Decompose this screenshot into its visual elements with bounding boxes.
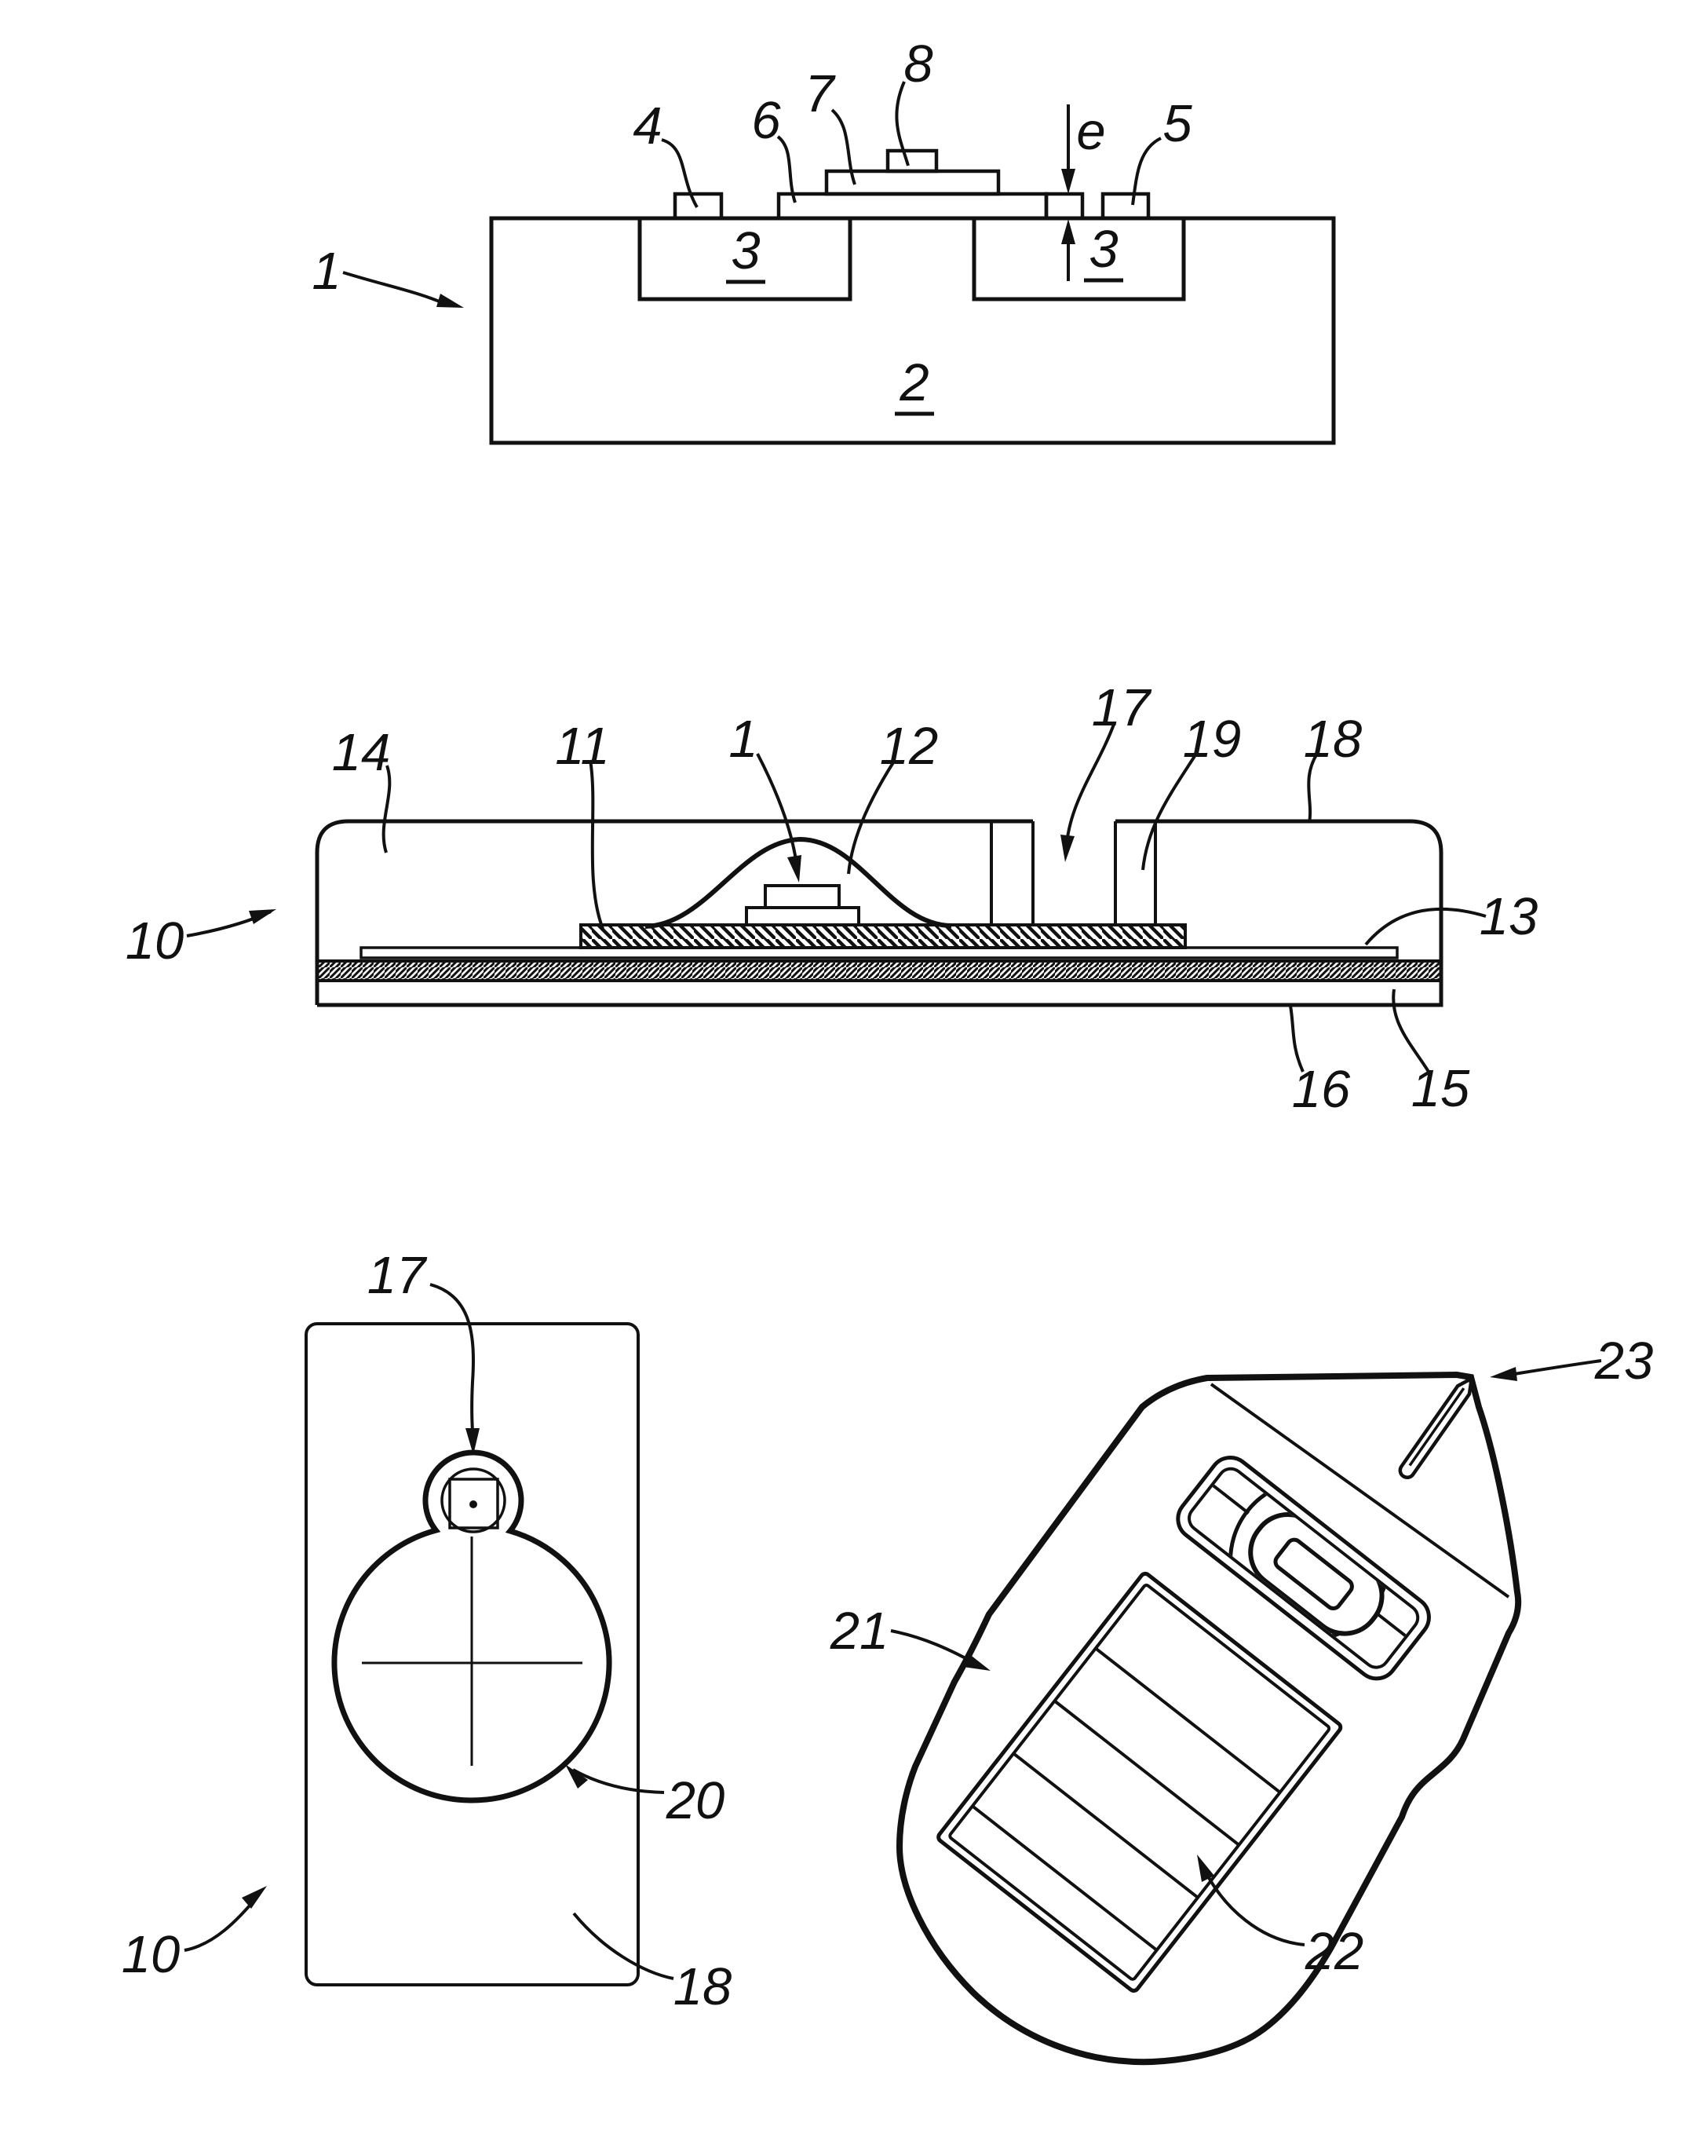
- fig2-die-attach-pad: [579, 923, 1187, 949]
- fig1-label-middle-layer: 7: [805, 64, 836, 123]
- fig2-label-package: 10: [126, 912, 184, 970]
- fig1-label-lower-layer: 6: [751, 91, 781, 150]
- fig1-leader-8: [895, 81, 910, 166]
- fig3-chip-dot: [469, 1500, 477, 1508]
- fig3-opening-inner-circle: [440, 1467, 506, 1533]
- fig1-dim-arrow-down: [1061, 169, 1075, 194]
- fig1-label-thickness: e: [1076, 102, 1105, 161]
- fig2-arrowhead-10: [249, 909, 276, 924]
- fig1-layer-lower-extension: [1044, 192, 1085, 221]
- fig4-display-line-4: [971, 1804, 1158, 1952]
- fig2-label-adhesive: 15: [1411, 1059, 1470, 1118]
- fig4-display: [936, 1571, 1343, 1993]
- fig1-contact-left: [673, 192, 724, 221]
- fig3-window-circle: [331, 1449, 612, 1803]
- fig2-glob-top-dome: [644, 836, 952, 929]
- fig2-label-bottom-layer: 16: [1292, 1060, 1351, 1119]
- fig1-label-top-element: 8: [903, 35, 932, 93]
- fig3-label-window-circle: 20: [666, 1771, 725, 1830]
- fig4-label-stylus: 23: [1594, 1332, 1654, 1390]
- fig1-label-contact-right: 5: [1162, 94, 1192, 153]
- fig1-label-contact-left: 4: [633, 97, 662, 155]
- fig1-label-substrate: 2: [899, 353, 929, 412]
- fig2-label-cover-left: 14: [332, 723, 391, 782]
- fig2-label-sensor-chip: 1: [728, 710, 757, 769]
- fig4-label-display: 22: [1305, 1922, 1364, 1981]
- fig2-label-die-attach: 11: [555, 717, 610, 776]
- fig1-leader-1: [342, 271, 446, 305]
- figure-3-card-top-view: 17 20 10 18: [122, 1246, 732, 2016]
- fig4-display-line-1: [1094, 1646, 1281, 1794]
- fig2-chip-upper: [764, 884, 841, 909]
- fig2-arrowhead-1: [787, 855, 801, 882]
- fig4-stylus-midline: [1408, 1387, 1465, 1467]
- fig3-arrowhead-10: [242, 1886, 267, 1909]
- fig2-leader-12: [847, 758, 896, 875]
- fig2-label-substrate-film: 13: [1480, 887, 1538, 946]
- fig2-adhesive-layer: [316, 959, 1443, 982]
- fig3-arrowhead-20: [565, 1764, 588, 1789]
- fig4-chip-ring-inner: [1273, 1537, 1354, 1611]
- fig4-arrowhead-23: [1490, 1367, 1517, 1381]
- fig3-leader-17: [429, 1283, 476, 1445]
- fig4-leader-22: [1201, 1865, 1305, 1946]
- fig1-dim-arrow-up: [1061, 219, 1075, 244]
- fig3-label-card-body: 18: [673, 1957, 732, 2016]
- fig4-top-bevel-line: [1210, 1383, 1510, 1599]
- fig3-card-outline: [305, 1322, 640, 1986]
- fig2-leader-19: [1141, 752, 1198, 871]
- fig4-card-slot: [1176, 1455, 1431, 1681]
- fig2-leader-18: [1307, 752, 1319, 824]
- fig3-leader-18: [572, 1912, 674, 1980]
- fig2-leader-11: [589, 759, 604, 930]
- fig4-display-line-3: [1012, 1752, 1199, 1899]
- fig2-label-opening: 17: [1092, 678, 1152, 737]
- fig2-leader-14: [381, 765, 392, 853]
- fig2-substrate-film: [359, 946, 1399, 959]
- fig4-card-edge-line-right: [1376, 1612, 1407, 1638]
- fig4-display-inner: [948, 1584, 1331, 1981]
- fig3-label-package: 10: [122, 1925, 181, 1984]
- fig4-arrowhead-21: [963, 1654, 991, 1671]
- fig2-package-outline: [315, 819, 1443, 1007]
- fig4-stylus: [1398, 1375, 1474, 1479]
- fig2-leader-16: [1289, 1005, 1305, 1073]
- fig2-label-opening-wall: 19: [1183, 710, 1242, 769]
- fig2-arrowhead-17: [1060, 835, 1075, 862]
- figure-4-reader-device: 21 22 23: [830, 1332, 1654, 2066]
- fig4-card-edge-line-left: [1211, 1484, 1250, 1515]
- fig1-dimension-e: [1061, 104, 1075, 281]
- figure-2-package-cross-section: 14 11 1 12 17 19 18 13 10 16 15: [126, 678, 1538, 1119]
- fig1-leader-4: [661, 138, 699, 209]
- fig4-reader-body-outline: [896, 1371, 1522, 2066]
- fig2-leader-17: [1064, 722, 1116, 852]
- fig1-label-well-right: 3: [1089, 220, 1118, 279]
- fig2-label-cover-right: 18: [1304, 710, 1363, 769]
- fig1-contact-right: [1100, 192, 1151, 221]
- fig3-arrowhead-17: [465, 1428, 480, 1455]
- fig1-leader-6: [776, 135, 797, 203]
- fig1-leader-5: [1131, 137, 1162, 206]
- fig2-leader-15: [1392, 988, 1430, 1073]
- fig4-label-reader: 21: [830, 1602, 889, 1661]
- fig1-well-left: [637, 216, 852, 301]
- fig4-display-line-2: [1053, 1699, 1240, 1847]
- fig1-leader-7: [830, 108, 856, 185]
- fig3-label-opening: 17: [367, 1246, 428, 1305]
- fig1-arrowhead-1: [436, 294, 464, 308]
- figure-1-sensor-cross-section: 1 4 6 7 8 e 5 3 3 2: [312, 35, 1336, 445]
- fig4-display-outer: [936, 1571, 1343, 1993]
- fig2-leader-13: [1364, 907, 1487, 946]
- fig1-label-well-left: 3: [731, 221, 760, 280]
- fig3-leader-20: [572, 1768, 665, 1794]
- fig1-layer-top-element: [885, 148, 939, 174]
- fig1-label-sensor-chip: 1: [312, 242, 341, 301]
- fig3-chip-square: [448, 1478, 499, 1529]
- fig2-label-glob-top: 12: [880, 717, 939, 776]
- fig4-arrowhead-22: [1197, 1855, 1214, 1882]
- fig4-stylus-outline: [1398, 1375, 1474, 1479]
